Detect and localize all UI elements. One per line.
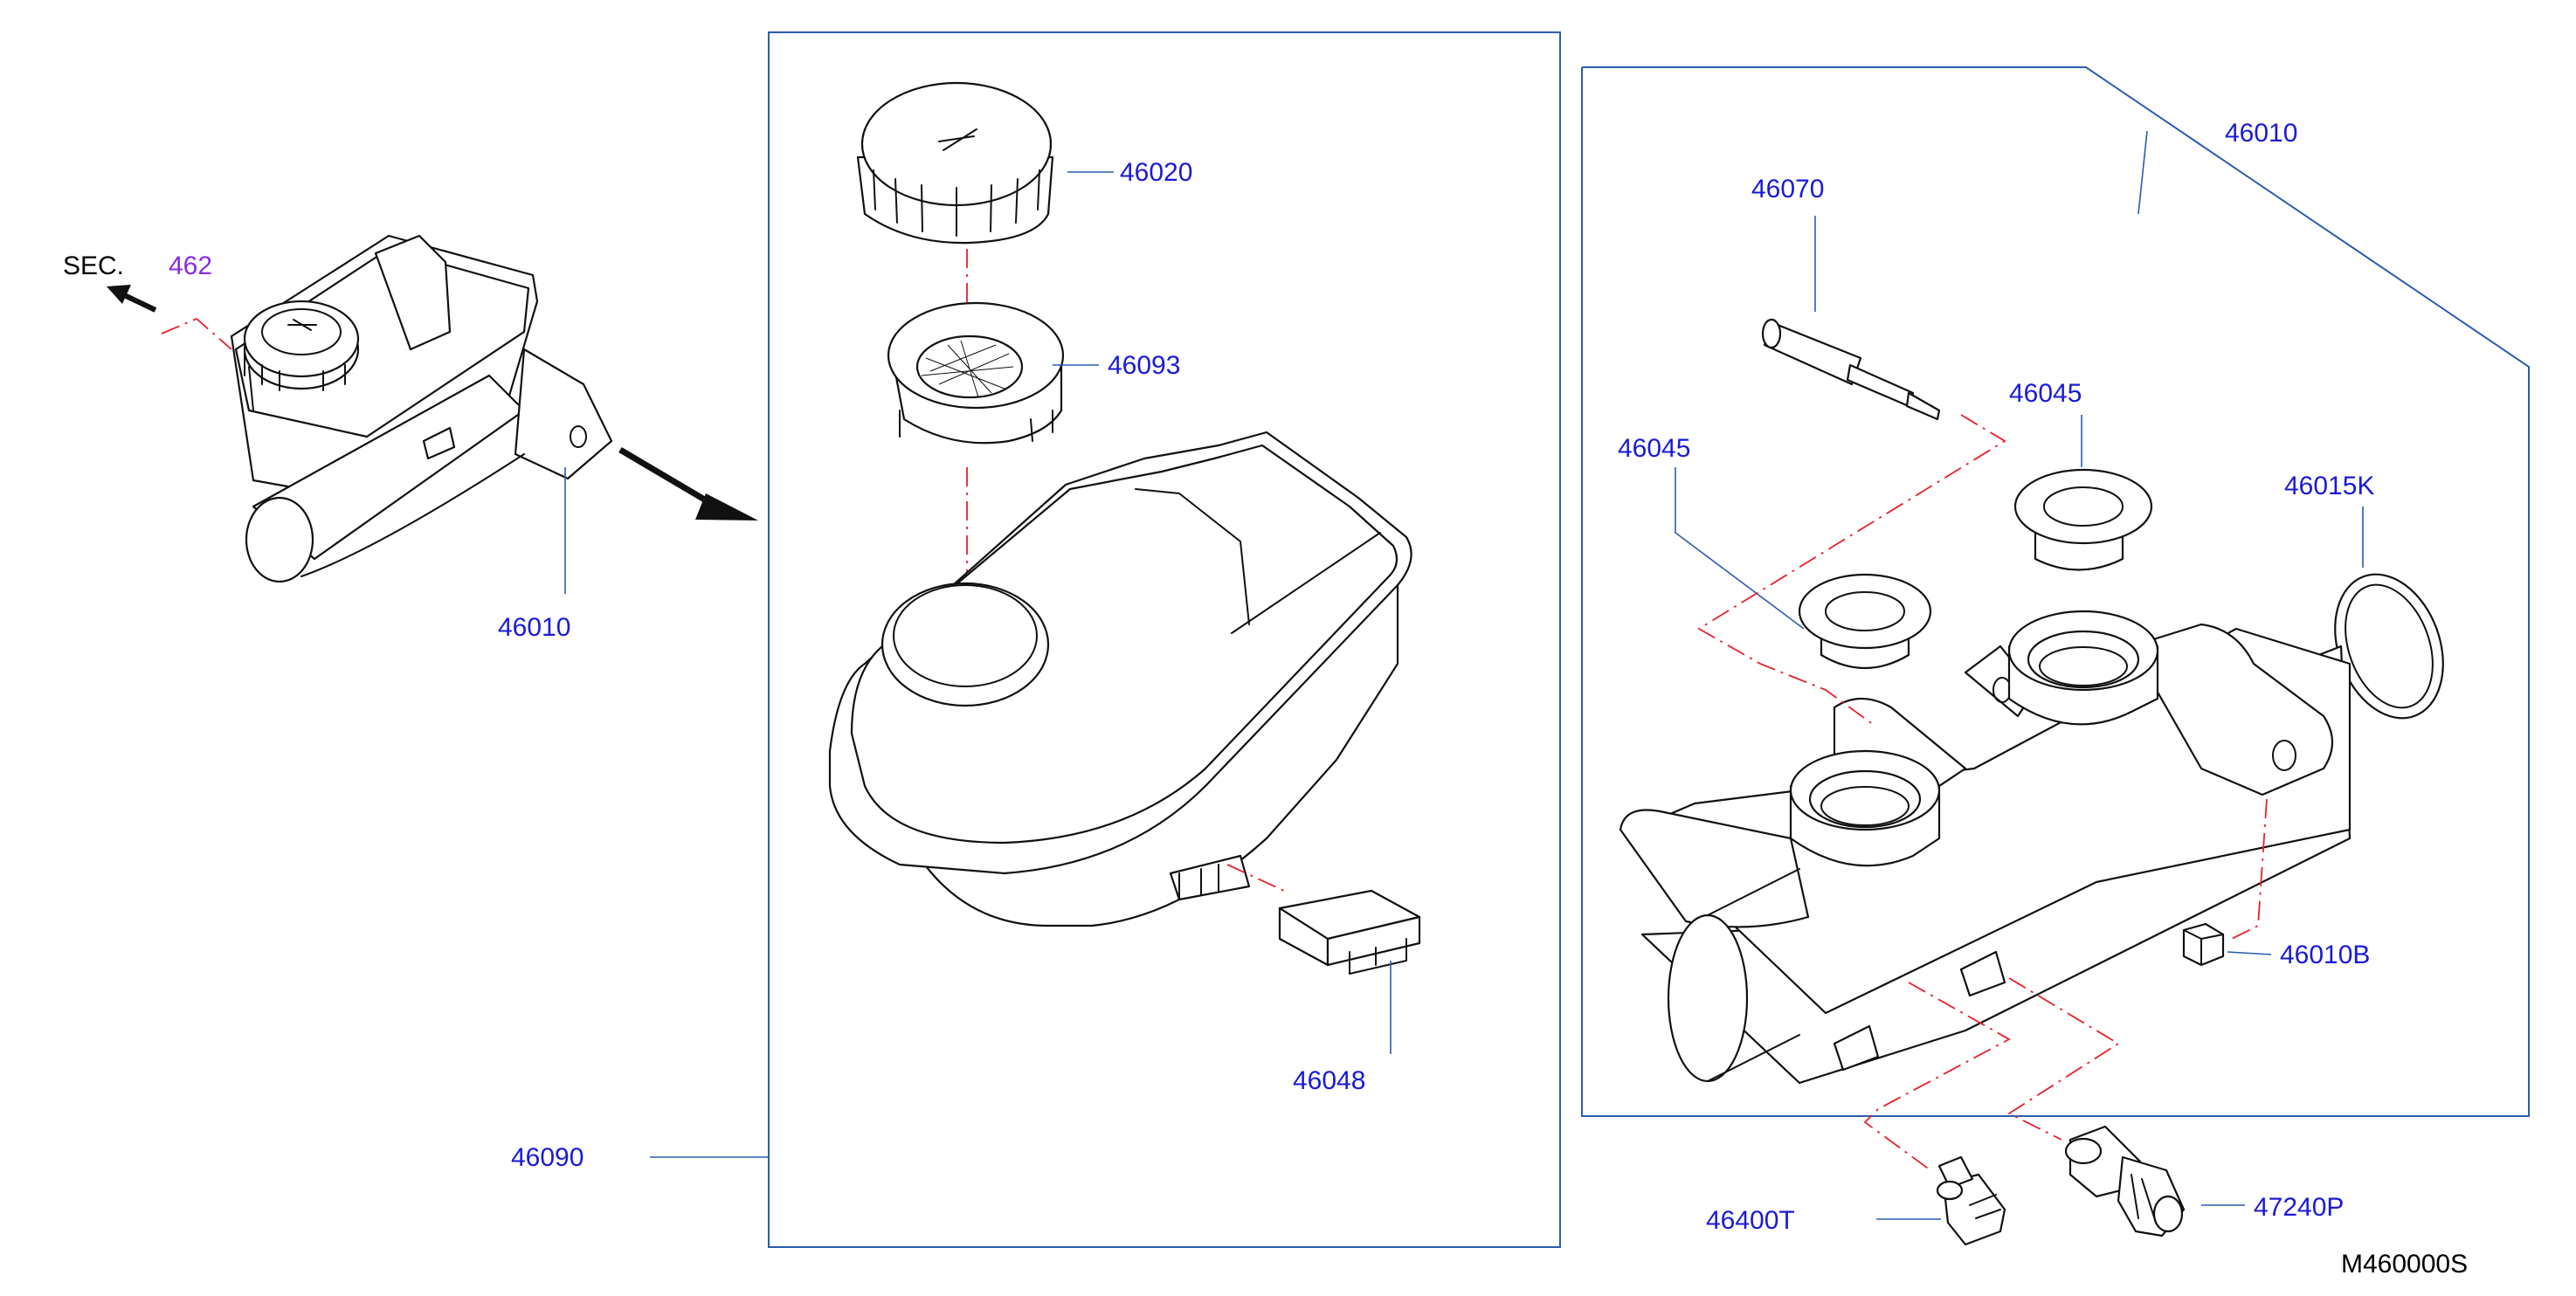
diagram-code: M460000S: [2341, 1250, 2468, 1279]
leader-46045-left: [1675, 467, 1805, 630]
reservoir-connector-drawing: [1278, 889, 1421, 975]
part-number-47240P[interactable]: 47240P: [2254, 1193, 2344, 1222]
pin-rod-drawing: [1761, 318, 1941, 421]
explode-arrow-shaft: [618, 446, 718, 510]
centerline-sensor: [2007, 977, 2120, 1141]
reservoir-group-frame: [768, 31, 1561, 1248]
section-arrow-icon: [107, 285, 131, 304]
part-number-46010B[interactable]: 46010B: [2280, 941, 2370, 969]
pressure-sensor-drawing: [2064, 1125, 2186, 1237]
leader-46010-group: [2137, 130, 2148, 215]
leader-46010B: [2227, 951, 2272, 955]
cylinder-body-drawing: [1619, 610, 2352, 1085]
centerline-fitting: [1863, 982, 2011, 1171]
part-number-46400T[interactable]: 46400T: [1706, 1206, 1795, 1235]
centerline-nut: [2231, 798, 2268, 940]
reservoir-cap-drawing: [856, 81, 1054, 245]
part-number-46045-right[interactable]: 46045: [2009, 379, 2082, 408]
part-number-46090[interactable]: 46090: [511, 1143, 584, 1172]
nut-drawing: [2182, 922, 2225, 967]
part-number-46015K[interactable]: 46015K: [2284, 472, 2374, 500]
explode-arrow-icon: [695, 493, 758, 520]
seal-right-drawing: [2013, 468, 2153, 571]
part-number-46010-overview[interactable]: 46010: [498, 613, 570, 642]
part-number-46045-left[interactable]: 46045: [1618, 434, 1690, 463]
strainer-drawing: [887, 301, 1065, 445]
fitting-46400T-drawing: [1936, 1155, 2006, 1246]
section-centerline: [161, 317, 232, 350]
centerline-pin-seals: [1697, 414, 2006, 726]
centerline-connector: [1226, 864, 1285, 892]
section-label: SEC.: [63, 252, 124, 280]
part-number-46070[interactable]: 46070: [1751, 175, 1824, 203]
section-number-link[interactable]: 462: [169, 252, 212, 280]
reservoir-tank-drawing: [828, 431, 1412, 927]
master-cylinder-overview-drawing: [230, 234, 613, 583]
master-cylinder-group-frame: [1581, 66, 2530, 1117]
part-number-46093[interactable]: 46093: [1108, 351, 1180, 380]
part-number-46020[interactable]: 46020: [1120, 158, 1192, 187]
seal-left-drawing: [1798, 573, 1932, 669]
part-number-46010-group[interactable]: 46010: [2225, 119, 2297, 148]
part-number-46048[interactable]: 46048: [1293, 1066, 1365, 1095]
